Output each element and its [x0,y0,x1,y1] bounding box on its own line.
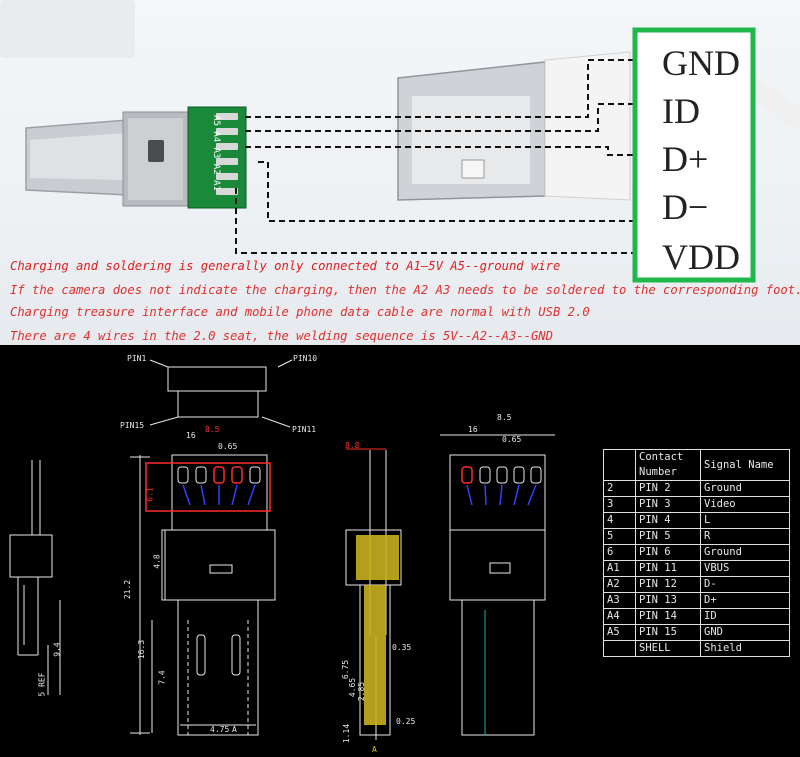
cad-label-pin11: PIN11 [292,425,317,434]
table-cell: ID [700,608,790,625]
cad-dim-6-75: 6.75 [341,659,351,680]
table-cell: PIN 3 [635,496,701,513]
table-cell: 2 [603,480,636,497]
table-cell: D- [700,576,790,593]
table-cell: PIN 12 [635,576,701,593]
note-line-3: Charging treasure interface and mobile p… [10,305,590,319]
table-cell: Shield [700,640,790,657]
table-row: 5 PIN 5 R [603,528,790,545]
table-cell: R [700,528,790,545]
cad-label-pin1: PIN1 [127,354,147,363]
note-line-4: There are 4 wires in the 2.0 seat, the w… [10,329,553,343]
header-cell [603,449,636,481]
table-row: SHELL Shield [603,640,790,657]
table-cell: VBUS [700,560,790,577]
table-cell: A1 [603,560,636,577]
table-cell: 3 [603,496,636,513]
cad-dim-6-1: 6.1 [145,487,155,502]
table-cell: PIN 13 [635,592,701,609]
pin-label-dminus: D− [662,187,709,227]
cad-label-pin15: PIN15 [120,421,145,430]
table-cell: PIN 14 [635,608,701,625]
cad-dim-0-65b: 0.65 [502,435,522,444]
cad-dim-16: 16 [186,431,196,440]
table-cell: D+ [700,592,790,609]
table-cell: Ground [700,480,790,497]
table-cell: PIN 11 [635,560,701,577]
header-cell: Signal Name [700,449,790,481]
cad-section-a2: A [372,745,377,754]
table-cell: SHELL [635,640,701,657]
table-row: A5 PIN 15 GND [603,624,790,641]
cad-dim-1-14: 1.14 [342,723,352,744]
table-cell: A3 [603,592,636,609]
pin-label-vdd: VDD [662,237,740,277]
cad-dim-4-65: 4.65 [348,677,358,698]
table-row: 6 PIN 6 Ground [603,544,790,561]
cad-dim-0-35: 0.35 [392,643,412,652]
pin-label-gnd: GND [662,43,740,83]
connector-photo: A5 A4 A3 A2 A1 GND ID D+ D− VDD Charging… [0,0,800,345]
cad-dim-2-85: 2.85 [357,681,367,702]
signal-table: Contact Number Signal Name 2 PIN 2 Groun… [603,449,790,657]
cad-label-pin10: PIN10 [293,354,318,363]
cad-dim-9-4: 9.4 [52,642,62,657]
table-row: A3 PIN 13 D+ [603,592,790,609]
cad-drawing [9,359,555,740]
cad-dim-4-8: 4.8 [152,554,162,569]
table-row: 4 PIN 4 L [603,512,790,529]
table-cell: PIN 4 [635,512,701,529]
cad-dim-0-25: 0.25 [396,717,416,726]
note-line-2: If the camera does not indicate the char… [10,283,800,297]
table-row: A2 PIN 12 D- [603,576,790,593]
pcb-label: A5 A4 A3 A2 A1 [210,115,221,191]
cad-dim-16-3: 16.3 [137,639,147,660]
table-cell: 6 [603,544,636,561]
table-cell [603,640,636,657]
table-cell: A2 [603,576,636,593]
cad-section-a: A [232,725,237,734]
connector-photo-drawing [0,0,800,283]
table-cell: 4 [603,512,636,529]
pin-label-id: ID [662,91,700,131]
header-cell: Contact Number [635,449,701,481]
note-line-1: Charging and soldering is generally only… [10,259,561,273]
table-cell: 5 [603,528,636,545]
table-row: 3 PIN 3 Video [603,496,790,513]
cad-dim-16b: 16 [468,425,478,434]
table-row: A1 PIN 11 VBUS [603,560,790,577]
cad-dim-4-75: 4.75 [210,725,230,734]
table-cell: A4 [603,608,636,625]
table-cell: Ground [700,544,790,561]
table-cell: Video [700,496,790,513]
table-cell: PIN 6 [635,544,701,561]
table-cell: A5 [603,624,636,641]
table-row: 2 PIN 2 Ground [603,480,790,497]
table-cell: L [700,512,790,529]
pin-label-dplus: D+ [662,139,709,179]
cad-dim-7-4: 7.4 [157,670,167,685]
cad-dim-21-2: 21.2 [123,579,133,600]
cad-drawing-panel: PIN1 PIN10 PIN15 PIN11 8.5 8.5 16 16 0.6… [0,345,800,757]
cad-dim-8-8: 8.8 [345,441,360,450]
signal-table-header: Contact Number Signal Name [603,449,790,481]
table-row: A4 PIN 14 ID [603,608,790,625]
table-cell: PIN 2 [635,480,701,497]
table-cell: GND [700,624,790,641]
table-cell: PIN 15 [635,624,701,641]
cad-dim-0-65: 0.65 [218,442,238,451]
cad-dim-5-ref: 5 REF [37,672,47,697]
pin-callout-box [632,27,756,283]
cad-dim-8-5: 8.5 [205,425,220,434]
cad-dim-8-5b: 8.5 [497,413,512,422]
table-cell: PIN 5 [635,528,701,545]
